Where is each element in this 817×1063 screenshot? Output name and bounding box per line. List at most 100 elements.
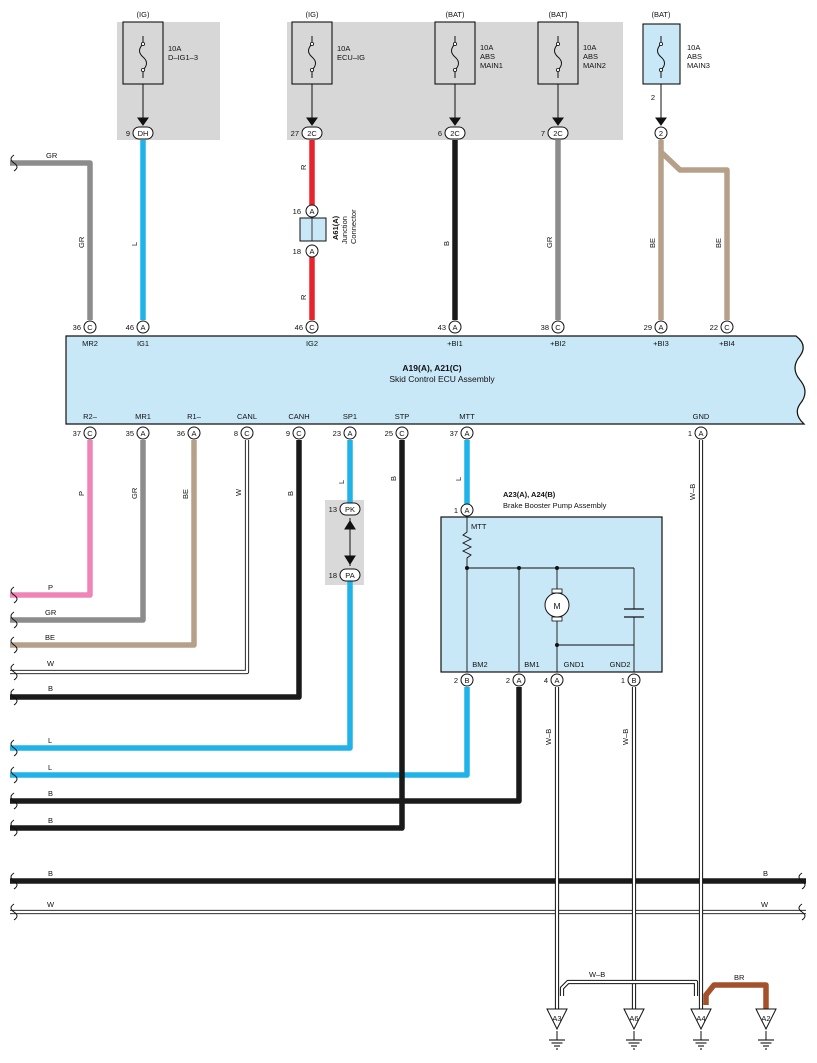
svg-text:MR2: MR2 xyxy=(82,339,98,348)
svg-text:A: A xyxy=(140,429,145,438)
svg-text:18: 18 xyxy=(293,247,301,256)
svg-text:C: C xyxy=(724,323,730,332)
svg-text:+BI2: +BI2 xyxy=(550,339,566,348)
svg-text:STP: STP xyxy=(395,412,410,421)
svg-text:10A: 10A xyxy=(687,43,700,52)
svg-text:2C: 2C xyxy=(307,129,317,138)
svg-text:16: 16 xyxy=(293,207,301,216)
svg-text:GND: GND xyxy=(693,412,710,421)
svg-text:10A: 10A xyxy=(583,43,596,52)
svg-text:A: A xyxy=(140,323,145,332)
wire-break-gr-top xyxy=(10,154,18,172)
ground-points: A3 A6 A4 A2 xyxy=(546,1008,777,1050)
svg-text:A: A xyxy=(309,207,314,216)
svg-text:A: A xyxy=(309,247,314,256)
svg-text:37: 37 xyxy=(450,429,458,438)
svg-text:2: 2 xyxy=(454,676,458,685)
svg-text:L: L xyxy=(454,477,463,481)
svg-text:B: B xyxy=(631,676,636,685)
svg-text:Skid Control ECU Assembly: Skid Control ECU Assembly xyxy=(389,374,495,384)
pump-pin-numbers: 1 2 2 4 1 xyxy=(454,506,625,685)
svg-text:C: C xyxy=(399,429,405,438)
wires-bottom xyxy=(10,440,806,1010)
svg-text:W: W xyxy=(761,900,769,909)
svg-text:Connector: Connector xyxy=(349,209,358,244)
svg-text:A: A xyxy=(347,429,352,438)
svg-text:W–B: W–B xyxy=(589,970,605,979)
ground-a3: A3 xyxy=(546,1008,568,1050)
svg-text:A2: A2 xyxy=(761,1014,770,1023)
svg-text:C: C xyxy=(87,323,93,332)
svg-text:(BAT): (BAT) xyxy=(548,10,568,19)
svg-text:GND2: GND2 xyxy=(610,660,631,669)
svg-text:W: W xyxy=(47,659,55,668)
svg-text:GR: GR xyxy=(545,236,554,248)
ecu-bottom-pin-labels: R2– MR1 R1– CANL CANH SP1 STP MTT GND xyxy=(83,412,710,421)
svg-text:25: 25 xyxy=(385,429,393,438)
svg-text:GR: GR xyxy=(130,487,139,499)
wire-gr-mr2 xyxy=(10,160,93,320)
ground-a6: A6 xyxy=(623,1008,645,1050)
svg-text:B: B xyxy=(442,241,451,246)
svg-text:(BAT): (BAT) xyxy=(445,10,465,19)
svg-text:+BI3: +BI3 xyxy=(653,339,669,348)
svg-text:W–B: W–B xyxy=(688,484,697,500)
svg-text:B: B xyxy=(48,816,53,825)
fuse-supply-label: (IG) xyxy=(137,10,150,19)
svg-text:B: B xyxy=(763,869,768,878)
svg-text:23: 23 xyxy=(333,429,341,438)
svg-text:CANL: CANL xyxy=(237,412,257,421)
svg-text:(IG): (IG) xyxy=(306,10,319,19)
svg-text:DH: DH xyxy=(138,129,149,138)
svg-text:R: R xyxy=(299,294,308,300)
svg-text:36: 36 xyxy=(177,429,185,438)
svg-text:R: R xyxy=(299,164,308,170)
bottom-wire-labels: P GR BE W B L B L W–B W–B W–B W–B BR P G… xyxy=(45,476,769,982)
svg-text:A: A xyxy=(464,429,469,438)
svg-text:8: 8 xyxy=(234,429,238,438)
svg-text:C: C xyxy=(309,323,315,332)
svg-text:MTT: MTT xyxy=(471,522,487,531)
svg-text:A: A xyxy=(464,506,469,515)
svg-text:7: 7 xyxy=(541,129,545,138)
svg-text:2: 2 xyxy=(659,129,663,138)
svg-text:36: 36 xyxy=(73,323,81,332)
svg-text:IG2: IG2 xyxy=(306,339,318,348)
svg-text:10A: 10A xyxy=(168,44,181,53)
svg-text:35: 35 xyxy=(126,429,134,438)
svg-text:MTT: MTT xyxy=(459,412,475,421)
svg-text:A: A xyxy=(516,676,521,685)
svg-text:2C: 2C xyxy=(450,129,460,138)
svg-text:A: A xyxy=(191,429,196,438)
fuse-abs-main3: (BAT) 10A ABS MAIN3 2 xyxy=(642,10,710,102)
svg-text:P: P xyxy=(77,491,86,496)
svg-text:D–IG1–3: D–IG1–3 xyxy=(168,53,198,62)
svg-text:A: A xyxy=(554,676,559,685)
svg-text:CANH: CANH xyxy=(288,412,309,421)
wires-top xyxy=(10,140,730,320)
svg-text:A6: A6 xyxy=(629,1014,638,1023)
ecu-top-pin-numbers: 36 46 46 43 38 29 22 xyxy=(73,323,718,332)
svg-text:4: 4 xyxy=(544,676,548,685)
svg-text:1: 1 xyxy=(454,506,458,515)
svg-text:L: L xyxy=(337,480,346,484)
svg-text:46: 46 xyxy=(295,323,303,332)
svg-text:A: A xyxy=(658,323,663,332)
svg-text:+BI4: +BI4 xyxy=(719,339,735,348)
ecu-assembly: A19(A), A21(C) Skid Control ECU Assembly xyxy=(65,335,806,425)
svg-text:PA: PA xyxy=(345,571,354,580)
svg-text:2C: 2C xyxy=(553,129,563,138)
svg-text:2: 2 xyxy=(651,93,655,102)
ecu-bottom-pin-numbers: 37 35 36 8 9 23 25 37 1 xyxy=(73,429,692,438)
svg-text:BE: BE xyxy=(714,238,723,248)
junction-connector-a61: A61(A) Junction Connector 16 18 xyxy=(293,207,358,256)
svg-text:BE: BE xyxy=(648,238,657,248)
ecu-top-pin-labels: MR2 IG1 IG2 +BI1 +BI2 +BI3 +BI4 xyxy=(82,339,735,348)
svg-text:ABS: ABS xyxy=(480,52,495,61)
svg-text:C: C xyxy=(244,429,250,438)
svg-text:GR: GR xyxy=(46,151,58,160)
svg-text:Brake Booster Pump Assembly: Brake Booster Pump Assembly xyxy=(503,501,607,510)
svg-text:ABS: ABS xyxy=(687,52,702,61)
svg-text:2: 2 xyxy=(506,676,510,685)
svg-text:10A: 10A xyxy=(480,43,493,52)
